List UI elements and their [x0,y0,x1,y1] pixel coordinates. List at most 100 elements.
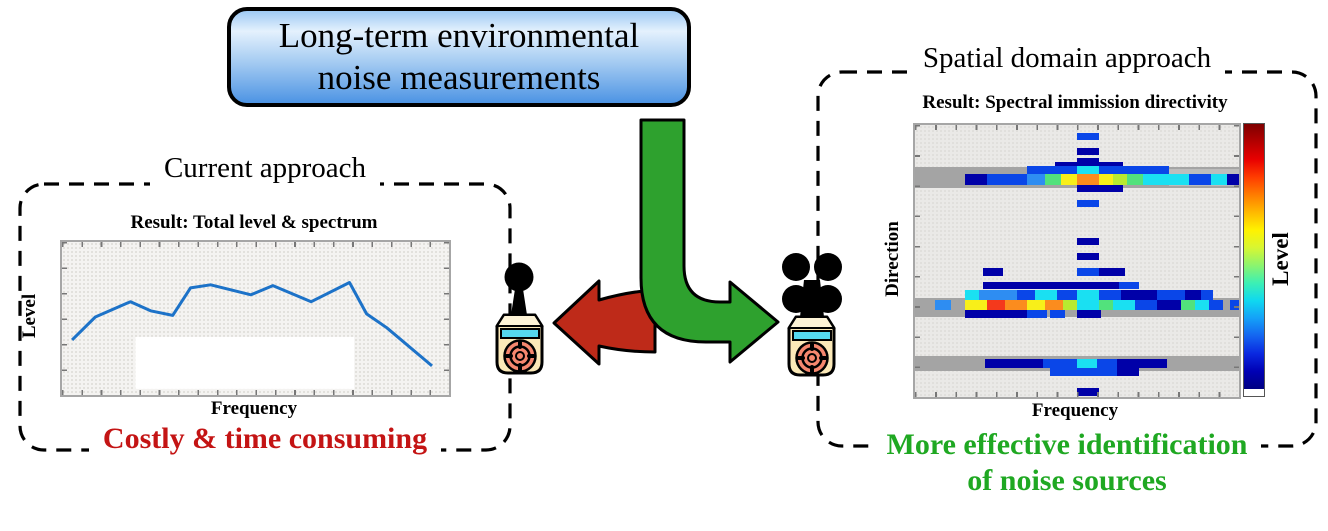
heatmap-cell [1099,174,1113,185]
blank-patch [135,336,355,389]
colorbar [1243,123,1265,397]
heatmap-cell [1099,290,1121,300]
x-axis-ticks-bottom [62,390,449,395]
heatmap-cell [1113,174,1127,185]
device-screen [500,328,540,339]
heatmap-cell [1189,174,1211,185]
heatmap-cell [1209,300,1223,310]
heatmap-cell [1119,282,1139,289]
sound-level-meter-icon [495,262,544,375]
y-axis-ticks-left [62,242,67,395]
heatmap-cell [1211,174,1227,185]
heatmap-cell [1143,174,1165,185]
y-axis-ticks-right [444,242,449,395]
heatmap-cell [1045,174,1061,185]
right-chart-title: Result: Spectral immission directivity [922,92,1228,113]
heatmap-cell [1043,359,1061,368]
right-caption-line2-row: of noise sources [816,464,1318,497]
heatmap-cell [1052,166,1077,174]
x-axis-ticks-bottom [915,392,1239,397]
heatmap-cell [1077,253,1099,260]
heatmap-cell [1077,166,1099,174]
device-body-top [495,314,544,327]
heatmap-cell [987,300,1005,310]
heatmap-cell [1127,174,1143,185]
device-body-top [787,316,836,329]
heatmap-cell [1181,300,1195,310]
device-speaker-icon [503,339,537,373]
heatmap-cell [1143,359,1167,368]
left-chart-title: Result: Total level & spectrum [130,212,378,233]
heatmap-cell [1165,174,1189,185]
heatmap-cell [1027,174,1045,185]
microphone-array-meter-icon [782,253,842,377]
line-chart-plot [60,240,451,397]
heatmap-cell [1099,162,1123,169]
heatmap-cell [1057,290,1077,300]
left-chart-xlabel: Frequency [210,398,298,419]
left-caption-row: Costly & time consuming [18,422,512,455]
heatmap-cell [1077,268,1099,276]
heatmap-cell [1157,300,1181,310]
right-chart-ylabel: Direction [882,221,903,297]
colorbar-label: Level [1268,232,1293,286]
heatmap-cell [1077,310,1101,318]
heatmap-cell [965,310,987,318]
heatmap-cell [1077,185,1099,192]
heatmap-cell [1045,300,1063,310]
right-caption-line1: More effective identification [872,428,1262,461]
heatmap-cell [1061,359,1077,368]
right-panel-title: Spatial domain approach [908,40,1226,76]
left-caption: Costly & time consuming [88,422,442,455]
mic-array-balls-icon [782,253,842,313]
heatmap-cell [1027,166,1052,174]
heatmap-cell [1099,166,1127,174]
heatmap-cell [983,282,1119,289]
main-title-box: Long-term environmental noise measuremen… [227,7,691,107]
heatmap-cell [1157,290,1185,300]
heatmap-cell [1195,300,1209,310]
heatmap-cell [1050,310,1065,318]
heatmap-cell [1201,290,1213,300]
heatmap-cell [1077,368,1097,376]
heatmap-cell [965,300,987,310]
heatmap-cell [1077,158,1099,166]
heatmap-cell [1077,148,1099,155]
heatmap-cell [1077,300,1099,310]
right-chart-xlabel: Frequency [1031,400,1119,421]
heatmap-cell [1185,290,1201,300]
heatmap-cell [1127,166,1169,174]
main-title-line2: noise measurements [317,58,601,97]
heatmap-cell [1099,300,1113,310]
heatmap-cell [1099,268,1125,276]
device-body [495,313,544,375]
main-title-line1: Long-term environmental [278,16,640,55]
heatmap-cell [1027,300,1045,310]
heatmap-cell [1121,290,1157,300]
mic-array-stem [800,280,824,317]
device-screen [792,330,832,341]
heatmap-cell [1017,290,1035,300]
device-speaker-icon [795,341,829,375]
spectrum-line [71,281,433,368]
heatmap-cells [915,125,1239,397]
x-axis-ticks-top [915,125,1239,130]
red-left-arrow-icon [552,279,657,366]
heatmap-cell [1077,290,1099,300]
heatmap-cell [1135,300,1157,310]
heatmap-cell [1063,300,1077,310]
green-right-arrow-icon [639,118,780,364]
heatmap-cell [1055,162,1077,169]
heatmap-cell [1077,200,1099,207]
spectrum-line-chart [71,281,433,389]
heatmap-cell [935,300,951,310]
x-axis-ticks-top [62,242,449,247]
device-body [787,315,836,377]
heatmap-cell [965,174,987,185]
right-caption-row: More effective identification [816,428,1318,461]
right-caption-line2: of noise sources [967,464,1167,497]
colorbar-gradient [1244,124,1264,389]
heatmap-cell [1099,185,1123,192]
heatmap-cell [1050,368,1077,376]
